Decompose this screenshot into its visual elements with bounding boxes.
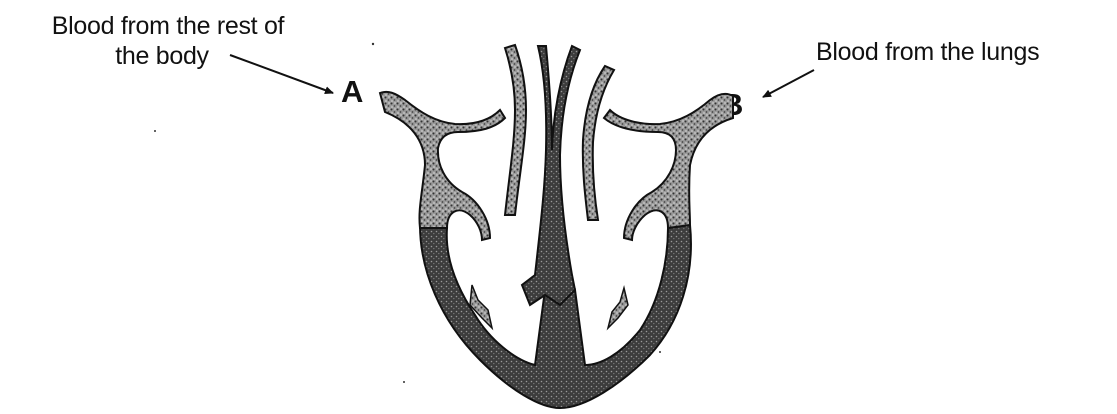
scan-dot — [659, 351, 661, 353]
right-vessel — [583, 66, 614, 220]
right-valve-flap — [608, 288, 628, 328]
scan-dot — [403, 381, 405, 383]
arrow-to-b — [763, 70, 814, 97]
right-atrium-wall — [380, 92, 505, 240]
arrow-to-a — [230, 55, 333, 93]
left-vessel — [505, 45, 526, 215]
left-atrium-wall — [604, 94, 733, 240]
central-vessel — [522, 46, 580, 305]
scan-dot — [154, 130, 156, 132]
scan-dot — [372, 43, 374, 45]
